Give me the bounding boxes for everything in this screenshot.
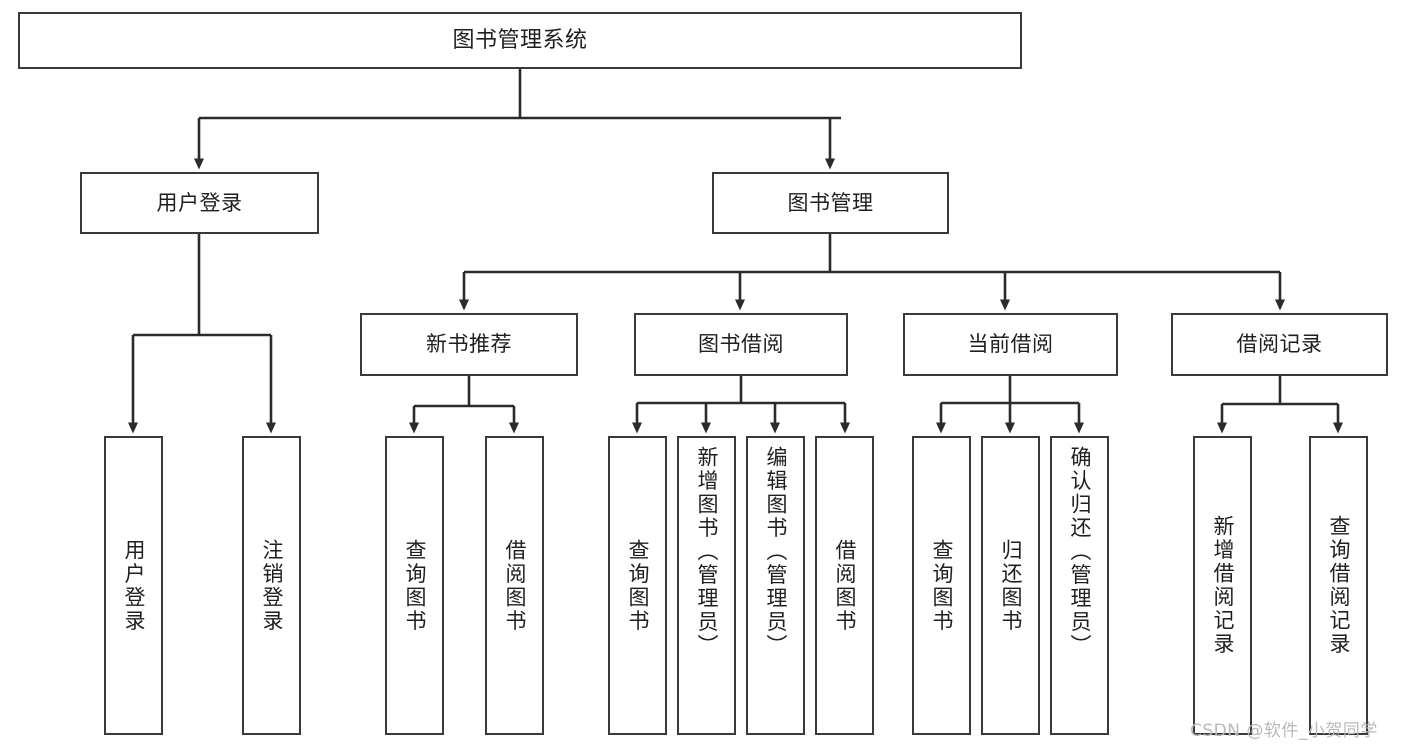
node-leaf-query-book-2[interactable]: 查询图书 <box>608 436 667 735</box>
node-leaf-query-record[interactable]: 查询借阅记录 <box>1309 436 1368 735</box>
node-label: 确认归还（管理员） <box>1068 446 1092 658</box>
node-leaf-query-book-3[interactable]: 查询图书 <box>912 436 971 735</box>
node-book-borrow[interactable]: 图书借阅 <box>634 313 848 376</box>
node-new-book-recommend[interactable]: 新书推荐 <box>360 313 578 376</box>
node-label: 查询图书 <box>626 538 650 633</box>
node-label: 新书推荐 <box>426 332 512 357</box>
node-label: 用户登录 <box>156 190 243 215</box>
node-leaf-edit-book[interactable]: 编辑图书（管理员） <box>746 436 805 735</box>
node-label: 查询图书 <box>403 538 427 633</box>
node-leaf-add-record[interactable]: 新增借阅记录 <box>1193 436 1252 735</box>
node-label: 借阅图书 <box>833 538 857 633</box>
node-leaf-confirm-return[interactable]: 确认归还（管理员） <box>1050 436 1109 735</box>
node-label: 查询图书 <box>930 538 954 633</box>
node-user-login[interactable]: 用户登录 <box>80 172 319 234</box>
node-label: 新增借阅记录 <box>1211 515 1235 656</box>
node-leaf-return-book[interactable]: 归还图书 <box>981 436 1040 735</box>
node-leaf-user-logout[interactable]: 注销登录 <box>242 436 301 735</box>
csdn-watermark: CSDN @软件_小贺同学 <box>1190 721 1378 741</box>
node-current-borrow[interactable]: 当前借阅 <box>903 313 1118 376</box>
node-leaf-add-book[interactable]: 新增图书（管理员） <box>677 436 736 735</box>
node-leaf-borrow-book-2[interactable]: 借阅图书 <box>815 436 874 735</box>
node-label: 新增图书（管理员） <box>695 446 719 658</box>
node-borrow-record[interactable]: 借阅记录 <box>1171 313 1388 376</box>
node-leaf-query-book-1[interactable]: 查询图书 <box>385 436 444 735</box>
node-label: 当前借阅 <box>967 332 1054 357</box>
node-label: 归还图书 <box>999 538 1023 633</box>
node-leaf-user-login[interactable]: 用户登录 <box>104 436 163 735</box>
node-label: 查询借阅记录 <box>1327 515 1351 656</box>
node-leaf-borrow-book-1[interactable]: 借阅图书 <box>485 436 544 735</box>
node-label: 用户登录 <box>122 538 146 633</box>
node-label: 借阅图书 <box>503 538 527 633</box>
node-label: 图书管理 <box>787 190 874 215</box>
node-book-management-system[interactable]: 图书管理系统 <box>18 12 1022 69</box>
node-label: 注销登录 <box>260 538 284 633</box>
node-label: 图书借阅 <box>698 332 784 357</box>
node-book-management[interactable]: 图书管理 <box>712 172 949 234</box>
node-label: 图书管理系统 <box>452 27 588 53</box>
node-label: 借阅记录 <box>1236 332 1323 357</box>
node-label: 编辑图书（管理员） <box>764 446 788 658</box>
